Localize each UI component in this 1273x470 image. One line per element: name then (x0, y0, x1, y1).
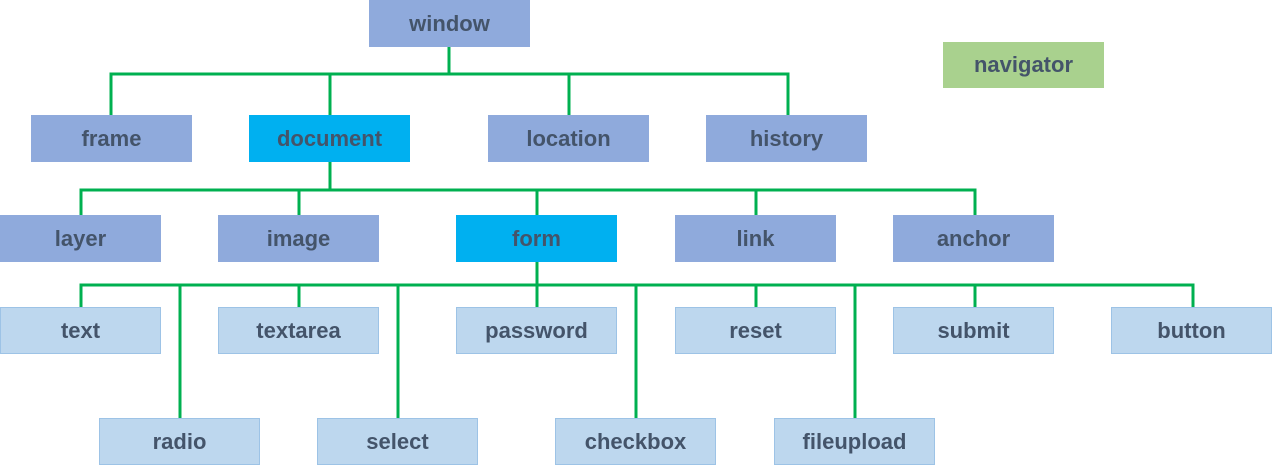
node-button: button (1111, 307, 1272, 354)
node-image: image (218, 215, 379, 262)
node-radio: radio (99, 418, 260, 465)
node-reset: reset (675, 307, 836, 354)
node-textarea: textarea (218, 307, 379, 354)
connector-form-children (79, 260, 1195, 420)
node-submit: submit (893, 307, 1054, 354)
node-checkbox: checkbox (555, 418, 716, 465)
node-select: select (317, 418, 478, 465)
node-form: form (456, 215, 617, 262)
node-frame: frame (31, 115, 192, 162)
node-fileupload: fileupload (774, 418, 935, 465)
node-history: history (706, 115, 867, 162)
node-password: password (456, 307, 617, 354)
node-window: window (369, 0, 530, 47)
node-document: document (249, 115, 410, 162)
node-anchor: anchor (893, 215, 1054, 262)
node-text: text (0, 307, 161, 354)
connector-window-children (109, 45, 790, 117)
node-layer: layer (0, 215, 161, 262)
node-location: location (488, 115, 649, 162)
node-link: link (675, 215, 836, 262)
node-navigator: navigator (943, 42, 1104, 88)
connector-document-children (79, 160, 977, 217)
